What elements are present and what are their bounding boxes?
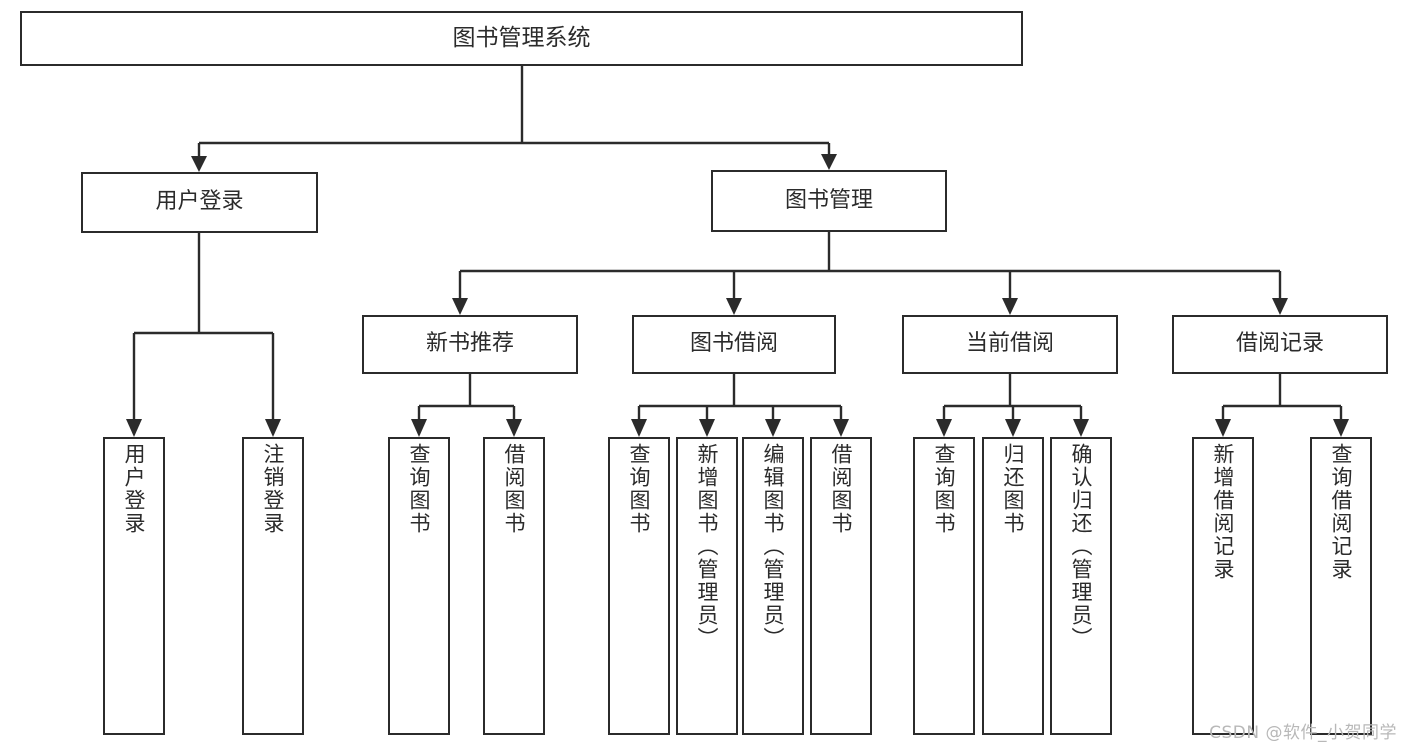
leaf-current-borrow-return-book[interactable]: 归还图书 xyxy=(982,437,1044,735)
node-user-login[interactable]: 用户登录 xyxy=(81,172,318,233)
node-label: 借阅图书 xyxy=(502,443,527,535)
leaf-user-login[interactable]: 用户登录 xyxy=(103,437,165,735)
arrowhead-nb-leaf-2 xyxy=(506,419,522,437)
node-book-management[interactable]: 图书管理 xyxy=(711,170,947,232)
arrowhead-cb-leaf-1 xyxy=(936,419,952,437)
node-label: 注销登录 xyxy=(261,443,286,535)
node-label: 用户登录 xyxy=(122,443,147,535)
node-label: 图书借阅 xyxy=(689,331,778,357)
leaf-new-book-borrow-book[interactable]: 借阅图书 xyxy=(483,437,545,735)
node-label: 新书推荐 xyxy=(425,331,514,357)
arrowhead-nb-leaf-1 xyxy=(411,419,427,437)
node-label: 借阅记录 xyxy=(1235,331,1324,357)
leaf-current-borrow-query-book[interactable]: 查询图书 xyxy=(913,437,975,735)
node-label: 确认归还（管理员） xyxy=(1069,443,1094,650)
node-book-borrow[interactable]: 图书借阅 xyxy=(632,315,836,374)
arrowhead-book-borrow xyxy=(726,298,742,315)
node-label: 查询图书 xyxy=(932,443,957,535)
node-label: 归还图书 xyxy=(1001,443,1026,535)
leaf-book-borrow-edit-book-admin[interactable]: 编辑图书（管理员） xyxy=(742,437,804,735)
node-label: 编辑图书（管理员） xyxy=(761,443,786,650)
arrowhead-current-borrow xyxy=(1002,298,1018,315)
arrowhead-bb-leaf-2 xyxy=(699,419,715,437)
arrowhead-br-leaf-2 xyxy=(1333,419,1349,437)
node-label: 借阅图书 xyxy=(829,443,854,535)
node-label: 新增借阅记录 xyxy=(1211,443,1236,581)
leaf-new-book-query-book[interactable]: 查询图书 xyxy=(388,437,450,735)
arrowhead-br-leaf-1 xyxy=(1215,419,1231,437)
arrowhead-cb-leaf-3 xyxy=(1073,419,1089,437)
arrowhead-borrow-record xyxy=(1272,298,1288,315)
node-borrow-record[interactable]: 借阅记录 xyxy=(1172,315,1388,374)
node-label: 图书管理系统 xyxy=(452,24,591,51)
leaf-logout[interactable]: 注销登录 xyxy=(242,437,304,735)
node-label: 查询图书 xyxy=(407,443,432,535)
leaf-book-borrow-borrow-book[interactable]: 借阅图书 xyxy=(810,437,872,735)
arrowhead-book-manage xyxy=(821,154,837,170)
arrowhead-cb-leaf-2 xyxy=(1005,419,1021,437)
node-label: 查询借阅记录 xyxy=(1329,443,1354,581)
leaf-borrow-record-query-record[interactable]: 查询借阅记录 xyxy=(1310,437,1372,735)
node-label: 图书管理 xyxy=(784,187,873,213)
leaf-current-borrow-confirm-return-admin[interactable]: 确认归还（管理员） xyxy=(1050,437,1112,735)
leaf-book-borrow-add-book-admin[interactable]: 新增图书（管理员） xyxy=(676,437,738,735)
leaf-borrow-record-add-record[interactable]: 新增借阅记录 xyxy=(1192,437,1254,735)
node-current-borrow[interactable]: 当前借阅 xyxy=(902,315,1118,374)
arrowhead-bb-leaf-3 xyxy=(765,419,781,437)
arrowhead-leaf-logout xyxy=(265,419,281,437)
leaf-book-borrow-query-book[interactable]: 查询图书 xyxy=(608,437,670,735)
arrowhead-leaf-user-login xyxy=(126,419,142,437)
node-label: 用户登录 xyxy=(155,189,244,215)
arrowhead-bb-leaf-1 xyxy=(631,419,647,437)
node-label: 当前借阅 xyxy=(965,331,1054,357)
node-label: 新增图书（管理员） xyxy=(695,443,720,650)
node-root-system[interactable]: 图书管理系统 xyxy=(20,11,1023,66)
node-new-book-recommend[interactable]: 新书推荐 xyxy=(362,315,578,374)
watermark-text: CSDN @软件_小贺同学 xyxy=(1209,723,1397,743)
node-label: 查询图书 xyxy=(627,443,652,535)
arrowhead-bb-leaf-4 xyxy=(833,419,849,437)
arrowhead-new-book xyxy=(452,298,468,315)
arrowhead-user-login xyxy=(191,156,207,172)
